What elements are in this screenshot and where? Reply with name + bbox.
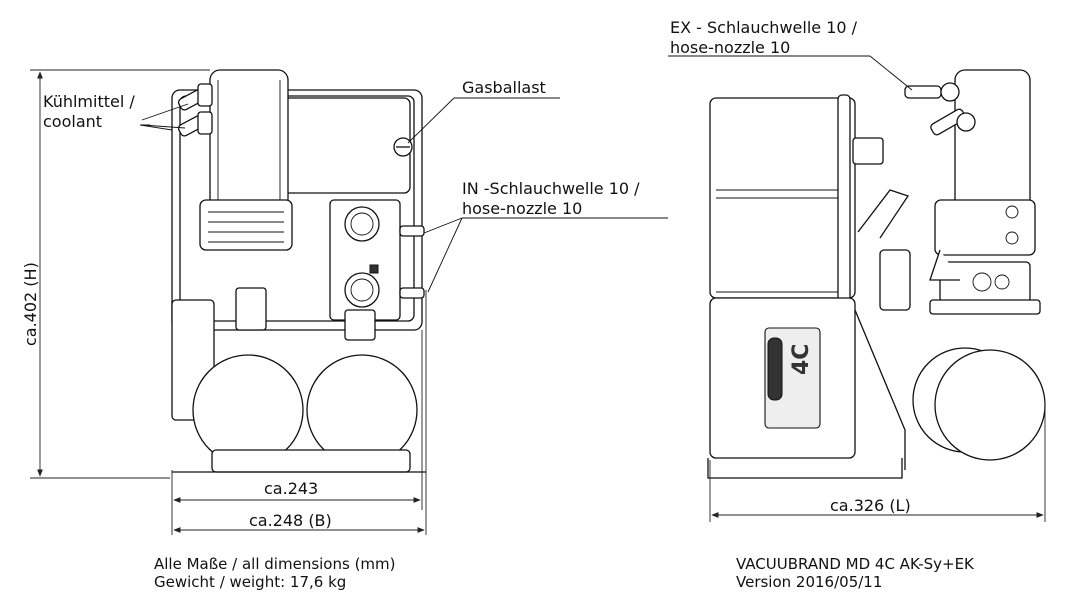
front-view [171, 69, 426, 473]
side-dimensions [668, 55, 1046, 522]
inner-width-dimension: ca.243 [264, 479, 318, 498]
inlet-label-de: IN -Schlauchwelle 10 / [462, 179, 640, 198]
gasballast-label: Gasballast [462, 78, 546, 97]
inlet-label-en: hose-nozzle 10 [462, 199, 582, 218]
coolant-label-en: coolant [43, 112, 102, 131]
weight-note: Gewicht / weight: 17,6 kg [154, 573, 346, 591]
length-dimension: ca.326 (L) [830, 496, 911, 515]
height-dimension: ca.402 (H) [21, 262, 40, 346]
coolant-label-de: Kühlmittel / [43, 92, 135, 111]
exhaust-label-en: hose-nozzle 10 [670, 38, 790, 57]
side-view [707, 69, 1046, 479]
outer-width-dimension: ca.248 (B) [249, 511, 332, 530]
model-name: VACUUBRAND MD 4C AK-Sy+EK [736, 555, 975, 573]
front-dimensions [30, 69, 668, 535]
dimensions-note: Alle Maße / all dimensions (mm) [154, 555, 396, 573]
model-badge: 4C [789, 344, 814, 375]
exhaust-label-de: EX - Schlauchwelle 10 / [670, 18, 858, 37]
version-label: Version 2016/05/11 [736, 573, 882, 591]
